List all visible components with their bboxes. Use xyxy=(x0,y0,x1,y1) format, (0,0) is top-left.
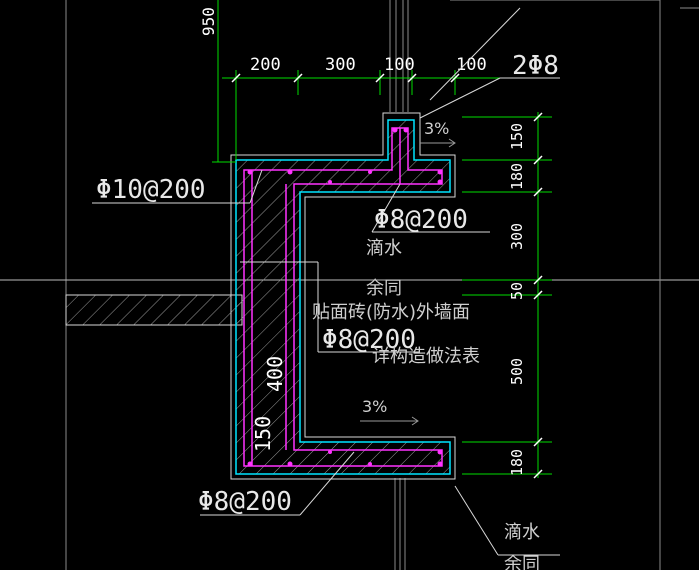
right-dim-500: 500 xyxy=(508,358,526,385)
note-drip-upper: 滴水 xyxy=(366,238,402,259)
top-dim-100b: 100 xyxy=(456,55,487,75)
note-see-table: 详构造做法表 xyxy=(372,346,480,367)
note-remaining-same: 余同 xyxy=(366,278,402,299)
top-dim-200: 200 xyxy=(250,55,281,75)
slope-upper: 3% xyxy=(424,119,449,138)
note-remaining-same-lower: 余同 xyxy=(504,554,540,570)
top-dim-300: 300 xyxy=(325,55,356,75)
right-dim-150: 150 xyxy=(508,123,526,150)
slope-lower: 3% xyxy=(362,397,387,416)
left-dim-950: 950 xyxy=(199,7,218,36)
note-facing-tile: 贴面砖(防水)外墙面 xyxy=(312,302,470,323)
right-dim-50: 50 xyxy=(508,282,526,300)
rebar-label-phi8-200-bottom: Φ8@200 xyxy=(198,487,292,517)
concrete-section xyxy=(230,112,456,480)
rebar-label-2phi8: 2Φ8 xyxy=(512,51,559,81)
top-dimension-ticks xyxy=(231,73,460,83)
right-dim-300: 300 xyxy=(508,223,526,250)
rebar-cage xyxy=(243,127,443,467)
top-dim-100a: 100 xyxy=(384,55,415,75)
right-dim-180b: 180 xyxy=(508,449,526,476)
wall-dim-400: 400 xyxy=(263,356,287,392)
note-drip-lower: 滴水 xyxy=(504,522,540,543)
slope-arrows xyxy=(360,138,456,426)
right-dimension-ticks xyxy=(533,112,543,479)
top-dimension-chain xyxy=(212,0,500,163)
rebar-label-phi8-200-upper: Φ8@200 xyxy=(374,205,468,235)
rebar-label-phi10-200: Φ10@200 xyxy=(96,175,206,205)
rebar-dots xyxy=(247,127,443,467)
right-dim-180a: 180 xyxy=(508,163,526,190)
leader-lines xyxy=(92,7,560,556)
bottom-dim-150: 150 xyxy=(251,416,275,452)
floor-slab xyxy=(65,294,243,326)
rebar-label-phi8-200-wall: Φ8@200 xyxy=(322,325,416,355)
